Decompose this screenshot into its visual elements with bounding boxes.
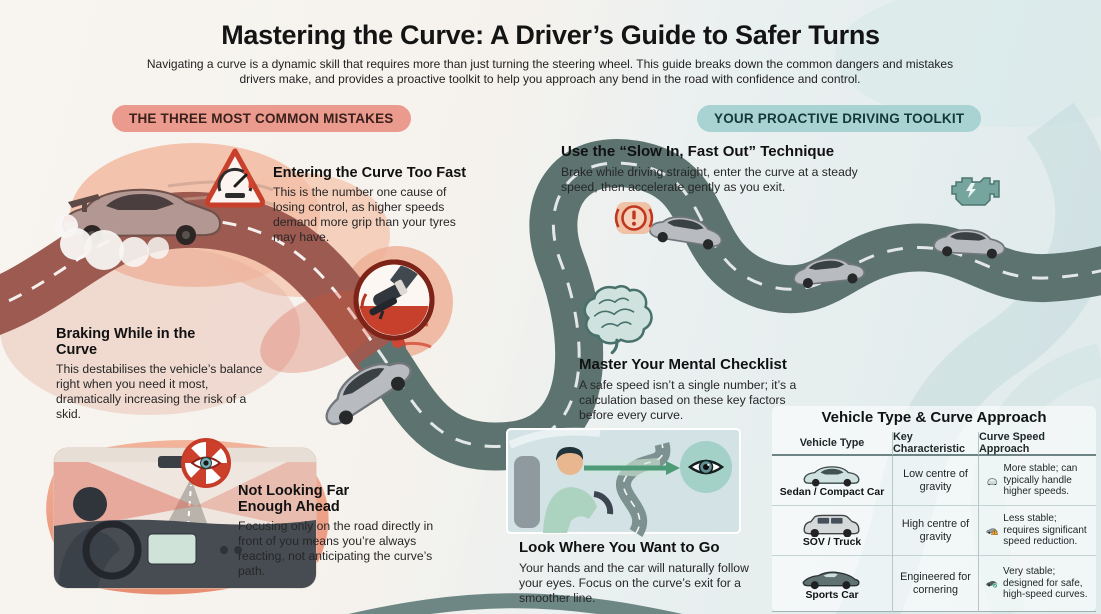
mistake-braking-in-curve: Braking While in the Curve This destabil… [56, 326, 274, 422]
toolkit-title: Look Where You Want to Go [519, 539, 720, 556]
column-header: Vehicle Type [772, 432, 892, 456]
brake-pedal-icon [353, 259, 435, 341]
approach-text: Less stable; requires significant speed … [1003, 513, 1087, 548]
toolkit-badge: YOUR PROACTIVE DRIVING TOOLKIT [697, 105, 982, 132]
mistake-not-looking-ahead: Not Looking Far Enough Ahead Focusing on… [238, 483, 446, 579]
mistake-title: Not Looking Far Enough Ahead [238, 483, 350, 516]
toolkit-look-where-you-go: Look Where You Want to Go Your hands and… [519, 539, 757, 605]
characteristic-cell: High centre of gravity [892, 506, 978, 556]
page-title: Mastering the Curve: A Driver’s Guide to… [221, 20, 880, 50]
characteristic-cell: Engineered for cornering [892, 556, 978, 612]
sedan-icon [803, 466, 860, 487]
column-header: Key Characteristic [892, 431, 978, 456]
brake-alert-icon [614, 202, 654, 234]
eye-target-icon [680, 441, 732, 493]
suv-icon [803, 514, 860, 538]
table-title: Vehicle Type & Curve Approach [821, 409, 1047, 426]
table-row-sedan: Sedan / Compact Car [772, 456, 892, 506]
car-check-icon [986, 580, 998, 588]
mistake-body: This is the number one cause of losing c… [273, 185, 456, 244]
vehicle-curve-table: Vehicle Type & Curve Approach Vehicle Ty… [772, 406, 1096, 612]
engine-check-icon [951, 177, 1000, 206]
vehicle-label: Sedan / Compact Car [779, 487, 885, 499]
car-stable-icon [987, 477, 997, 485]
toolkit-title: Master Your Mental Checklist [579, 356, 787, 373]
cockpit-illustration [46, 439, 329, 595]
approach-text: More stable; can typically handle higher… [1003, 463, 1078, 498]
approach-cell: Very stable; designed for safe, high-spe… [978, 556, 1096, 612]
table-row-sports-car: Sports Car [772, 556, 892, 612]
approach-cell: Less stable; requires significant speed … [978, 506, 1096, 556]
approach-text: Very stable; designed for safe, high-spe… [1003, 566, 1088, 601]
brain-icon [583, 285, 653, 355]
toolkit-mental-checklist: Master Your Mental Checklist A safe spee… [579, 356, 819, 422]
toolkit-body: A safe speed isn’t a single number; it’s… [579, 377, 797, 422]
toolkit-body: Brake while driving straight, enter the … [561, 164, 858, 194]
vehicle-label: SOV / Truck [802, 537, 862, 549]
vehicle-label: Sports Car [805, 590, 859, 602]
eye-warning-icon [181, 438, 231, 488]
page-subtitle: Navigating a curve is a dynamic skill th… [146, 57, 954, 87]
toolkit-slow-in-fast-out: Use the “Slow In, Fast Out” Technique Br… [561, 143, 881, 195]
drifting-car-illustration [54, 180, 277, 270]
driver-vision-illustration [506, 427, 741, 538]
table-row-suv: SOV / Truck [772, 506, 892, 556]
mistake-title: Entering the Curve Too Fast [273, 165, 467, 181]
sports-car-icon [802, 571, 860, 590]
toolkit-title: Use the “Slow In, Fast Out” Technique [561, 143, 835, 160]
toolkit-body: Your hands and the car will naturally fo… [519, 560, 749, 605]
mistake-body: This destabilises the vehicle’s balance … [56, 362, 263, 422]
mistake-entering-too-fast: Entering the Curve Too Fast This is the … [273, 165, 478, 245]
speed-warning-triangle-icon [205, 148, 265, 208]
car-warning-icon [986, 527, 999, 535]
characteristic-cell: Low centre of gravity [892, 456, 978, 506]
mistake-body: Focusing only on the road directly in fr… [238, 519, 434, 579]
mistake-title: Braking While in the Curve [56, 326, 196, 359]
approach-cell: More stable; can typically handle higher… [978, 456, 1096, 506]
mistakes-badge: THE THREE MOST COMMON MISTAKES [112, 105, 411, 132]
column-header: Curve Speed Approach [978, 431, 1096, 456]
